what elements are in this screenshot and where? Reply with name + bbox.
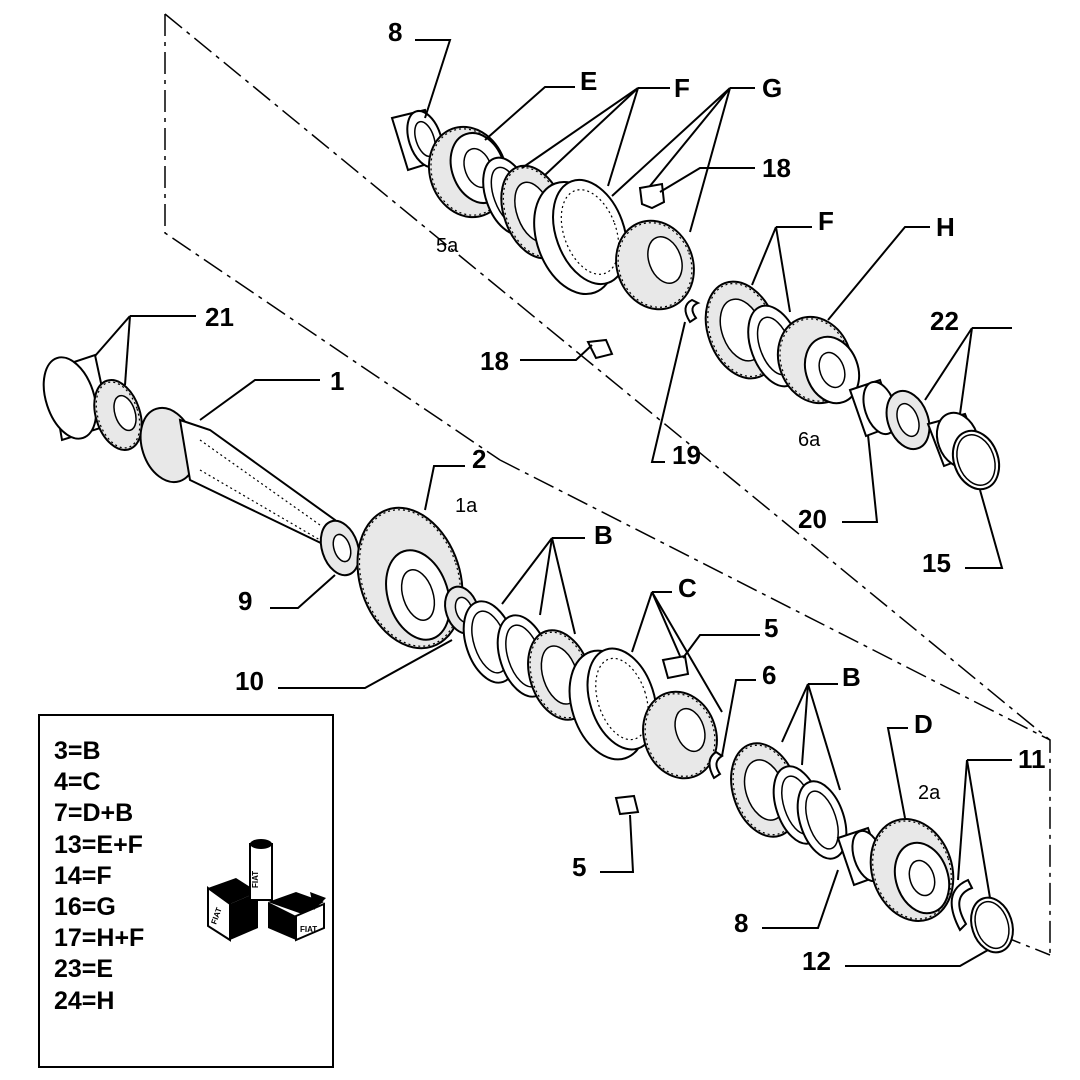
legend-item: 7=D+B: [54, 799, 134, 828]
callout-labels: 8 E F G 18 21 1 18 F H 22 19 20 15 2 9 B…: [205, 17, 1046, 976]
legend-item: 13=E+F: [54, 830, 143, 859]
circlip-6: [708, 750, 724, 780]
callout-15: 15: [922, 548, 951, 578]
sublabel-6a: 6a: [798, 429, 821, 451]
synchro-ring-B-f: [796, 780, 848, 860]
sublabel-2a: 2a: [918, 782, 941, 804]
callout-G: G: [762, 73, 782, 103]
legend-item: 23=E: [54, 955, 114, 984]
upper-shaft-parts: [390, 108, 1001, 491]
legend-item: 3=B: [54, 737, 101, 765]
bearing-9: [319, 519, 361, 577]
circlip-11: [950, 878, 974, 932]
hub-G: [615, 219, 695, 311]
sleeve-G: [533, 178, 628, 296]
callout-20: 20: [798, 504, 827, 534]
callout-22: 22: [930, 306, 959, 336]
shim-ring-15: [951, 429, 1001, 491]
svg-text:FIAT: FIAT: [251, 871, 260, 888]
bearing-cone-21: [93, 379, 143, 451]
callout-9: 9: [238, 586, 252, 616]
gear-D: [869, 818, 955, 922]
callout-C: C: [678, 573, 697, 603]
callout-E: E: [580, 66, 597, 96]
legend-item: 24=H: [54, 986, 115, 1015]
input-shaft-parts: [42, 353, 361, 577]
callout-B-bot: B: [842, 662, 861, 692]
input-shaft-1: [139, 406, 337, 547]
legend-item: 17=H+F: [54, 924, 145, 953]
legend-item: 16=G: [54, 893, 116, 922]
callout-D: D: [914, 709, 933, 739]
manual-book-icon: FIAT FIAT FIAT: [207, 839, 326, 942]
callout-8-bot: 8: [734, 908, 748, 938]
legend-item: 14=F: [54, 861, 112, 890]
callout-F-top: F: [674, 73, 690, 103]
legend-item: 4=C: [54, 768, 101, 797]
legend-box: 3=B 4=C 7=D+B 13=E+F 14=F 16=G 17=H+F 23…: [38, 714, 334, 1068]
callout-11: 11: [1018, 744, 1046, 774]
key-5-bot: [614, 794, 640, 816]
ring-12: [970, 896, 1014, 954]
callout-F-mid: F: [818, 206, 834, 236]
callout-5-top: 5: [764, 613, 778, 643]
callout-1: 1: [330, 366, 344, 396]
callout-H: H: [936, 212, 955, 242]
callout-5-bot: 5: [572, 852, 586, 882]
lower-shaft-parts: [356, 506, 1014, 954]
svg-text:FIAT: FIAT: [300, 925, 317, 934]
gear-2: [356, 506, 464, 650]
callout-B-top: B: [594, 520, 613, 550]
callout-2: 2: [472, 444, 486, 474]
sublabel-1a: 1a: [455, 495, 478, 517]
circlip-19: [684, 298, 701, 324]
callout-18-mid: 18: [480, 346, 509, 376]
callout-10: 10: [235, 666, 264, 696]
callout-12: 12: [802, 946, 831, 976]
callout-18-top: 18: [762, 153, 791, 183]
callout-6: 6: [762, 660, 776, 690]
sleeve-C: [568, 647, 658, 761]
key-18-top: [638, 182, 666, 210]
callout-8-top: 8: [388, 17, 402, 47]
key-5-top: [661, 654, 690, 680]
key-18-mid: [586, 338, 614, 360]
callout-19: 19: [672, 440, 701, 470]
sublabel-5a: 5a: [436, 235, 459, 257]
hub-C: [642, 690, 718, 780]
gear-H: [776, 315, 861, 405]
leader-lines: [94, 39, 1012, 967]
legend-list: 3=B 4=C 7=D+B 13=E+F 14=F 16=G 17=H+F 23…: [54, 736, 144, 1017]
callout-21: 21: [205, 302, 234, 332]
